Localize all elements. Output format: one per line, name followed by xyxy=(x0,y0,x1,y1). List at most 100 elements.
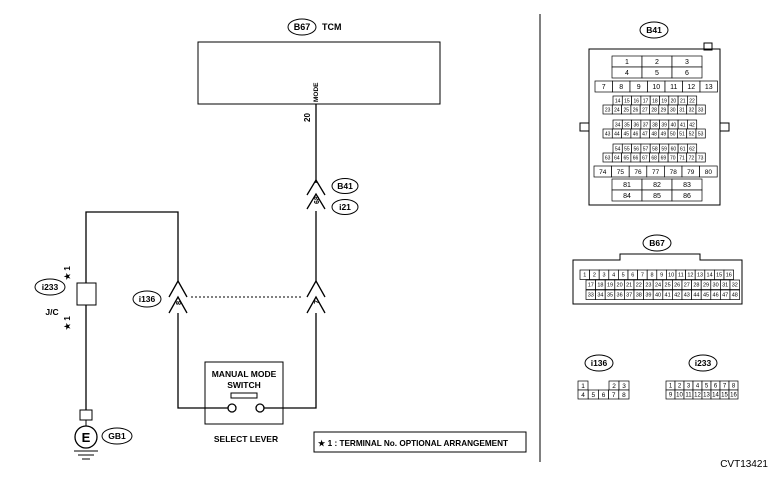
b67-pin-pin-label: 2 xyxy=(593,273,596,279)
b41-pin-cell xyxy=(671,189,703,202)
tcm-terminal-label: MODE xyxy=(313,82,320,102)
b67-pin-pin-label: 47 xyxy=(722,293,728,299)
b67-pin-cell xyxy=(723,269,734,280)
b41-pin-pin-label: 2 xyxy=(655,59,659,66)
i233-view-label: i233 xyxy=(695,358,712,368)
b41-pin-pin-label: 57 xyxy=(643,146,649,152)
i233-pin-pin-label: 3 xyxy=(687,384,691,390)
b41-pin-pin-label: 45 xyxy=(623,131,629,137)
gb1-oval xyxy=(101,427,133,445)
b67-pin-pin-label: 11 xyxy=(678,273,684,279)
b41-pin-pin-label: 27 xyxy=(642,107,648,113)
i233-pin-pin-label: 7 xyxy=(723,384,727,390)
i233-pin-pin-label: 9 xyxy=(669,393,673,399)
b41-pin-pin-label: 68 xyxy=(651,155,657,161)
b41-oval xyxy=(331,178,359,194)
b41-pin-pin-label: 10 xyxy=(652,84,660,91)
b41-pin-pin-label: 23 xyxy=(605,107,611,113)
i233-pin-pin-label: 14 xyxy=(712,393,719,399)
switch-caption: SELECT LEVER xyxy=(214,434,278,444)
b41-pin-pin-label: 25 xyxy=(623,107,629,113)
b67-pin-pin-label: 7 xyxy=(641,273,644,279)
b67-pin-pin-label: 15 xyxy=(716,273,722,279)
b41-pin-pin-label: 74 xyxy=(599,169,607,176)
b67-pin-pin-label: 18 xyxy=(597,283,603,289)
b67-view-oval xyxy=(642,234,672,252)
b67-pin-pin-label: 28 xyxy=(693,283,699,289)
i233-pin-pin-label: 4 xyxy=(696,384,700,390)
b67-pin-pin-label: 38 xyxy=(636,293,642,299)
b67-pin-pin-label: 9 xyxy=(660,273,663,279)
b41-pin-pin-label: 75 xyxy=(617,169,625,176)
b41-pin-pin-label: 43 xyxy=(605,131,611,137)
b41-pin-pin-label: 47 xyxy=(642,131,648,137)
b67-pin-cell xyxy=(729,279,740,290)
i136-pin-pin-label: 5 xyxy=(591,392,595,399)
i136-pin-pin-label: 6 xyxy=(602,392,606,399)
i136-pin-pin-label: 8 xyxy=(622,392,626,399)
b41-pin-pin-label: 21 xyxy=(680,98,686,104)
b67-pin-pin-label: 45 xyxy=(703,293,709,299)
b67-pin-pin-label: 20 xyxy=(617,283,623,289)
i233-pin-pin-label: 11 xyxy=(685,393,692,399)
i136-pin-cell xyxy=(618,389,630,400)
b41-pin-pin-label: 85 xyxy=(653,193,661,200)
b41-pin-pin-label: 31 xyxy=(679,107,685,113)
b41-pin-pin-label: 17 xyxy=(643,98,649,104)
i233-oval xyxy=(34,278,66,296)
b67-pin-pin-label: 19 xyxy=(607,283,613,289)
tcm-terminal-number: 20 xyxy=(303,113,312,122)
b41-label: B41 xyxy=(337,181,353,191)
i233-pin-pin-label: 12 xyxy=(694,393,701,399)
switch-name-line1: MANUAL MODE xyxy=(212,369,277,379)
b41-pin-pin-label: 26 xyxy=(633,107,639,113)
b67-pin-pin-label: 26 xyxy=(674,283,680,289)
b67-pin-pin-label: 30 xyxy=(713,283,719,289)
jc-star-top: ★ 1 xyxy=(63,266,72,280)
b41-pin-cell xyxy=(671,66,703,79)
b41-pin-pin-label: 55 xyxy=(624,146,630,152)
b67-pin-pin-label: 36 xyxy=(617,293,623,299)
b67-pin-pin-label: 43 xyxy=(684,293,690,299)
wire-i136-to-switch xyxy=(177,313,228,409)
b41-pin-pin-label: 72 xyxy=(689,155,695,161)
b67-pin-pin-label: 1 xyxy=(583,273,586,279)
b41-pin-pin-label: 15 xyxy=(624,98,630,104)
b41-pin-cell xyxy=(699,80,718,93)
b67-pin-pin-label: 10 xyxy=(668,273,674,279)
i136-pin-pin-label: 1 xyxy=(581,383,585,390)
b41-pin-pin-label: 42 xyxy=(689,122,695,128)
i233-pin-pin-label: 15 xyxy=(721,393,728,399)
b41-pin-pin-label: 56 xyxy=(633,146,639,152)
b41-pin-pin-label: 6 xyxy=(685,70,689,77)
b67-pin-pin-label: 41 xyxy=(665,293,671,299)
i233-label: i233 xyxy=(42,282,59,292)
b41-pin-pin-label: 77 xyxy=(652,169,660,176)
b41-pin-pin-label: 34 xyxy=(615,122,621,128)
i233-pin-pin-label: 13 xyxy=(703,393,710,399)
i233-pin-pin-label: 16 xyxy=(730,393,737,399)
note-text: ★ 1 : TERMINAL No. OPTIONAL ARRANGEMENT xyxy=(317,439,508,448)
b67-pin-pin-label: 12 xyxy=(687,273,693,279)
b41-pin-pin-label: 28 xyxy=(651,107,657,113)
b41-pin-pin-label: 86 xyxy=(683,193,691,200)
i136-label: i136 xyxy=(139,294,156,304)
b41-pin-pin-label: 36 xyxy=(633,122,639,128)
b41-pin-pin-label: 62 xyxy=(689,146,695,152)
b67-pin-pin-label: 31 xyxy=(722,283,728,289)
b67-pin-pin-label: 13 xyxy=(697,273,703,279)
b41-pin-pin-label: 78 xyxy=(670,169,678,176)
b41-pin-pin-label: 12 xyxy=(687,84,695,91)
b41-pin-pin-label: 83 xyxy=(683,182,691,189)
b41-pin-pin-label: 53 xyxy=(698,131,704,137)
i136-view-oval xyxy=(584,354,614,372)
b41-pin-pin-label: 40 xyxy=(671,122,677,128)
b67-pin-pin-label: 40 xyxy=(655,293,661,299)
wire-jc-to-i136 xyxy=(85,211,179,283)
gb1-label: GB1 xyxy=(108,431,126,441)
b41-pin-pin-label: 59 xyxy=(661,146,667,152)
switch-box xyxy=(204,361,284,425)
figure-code: CVT13421 xyxy=(720,459,768,470)
